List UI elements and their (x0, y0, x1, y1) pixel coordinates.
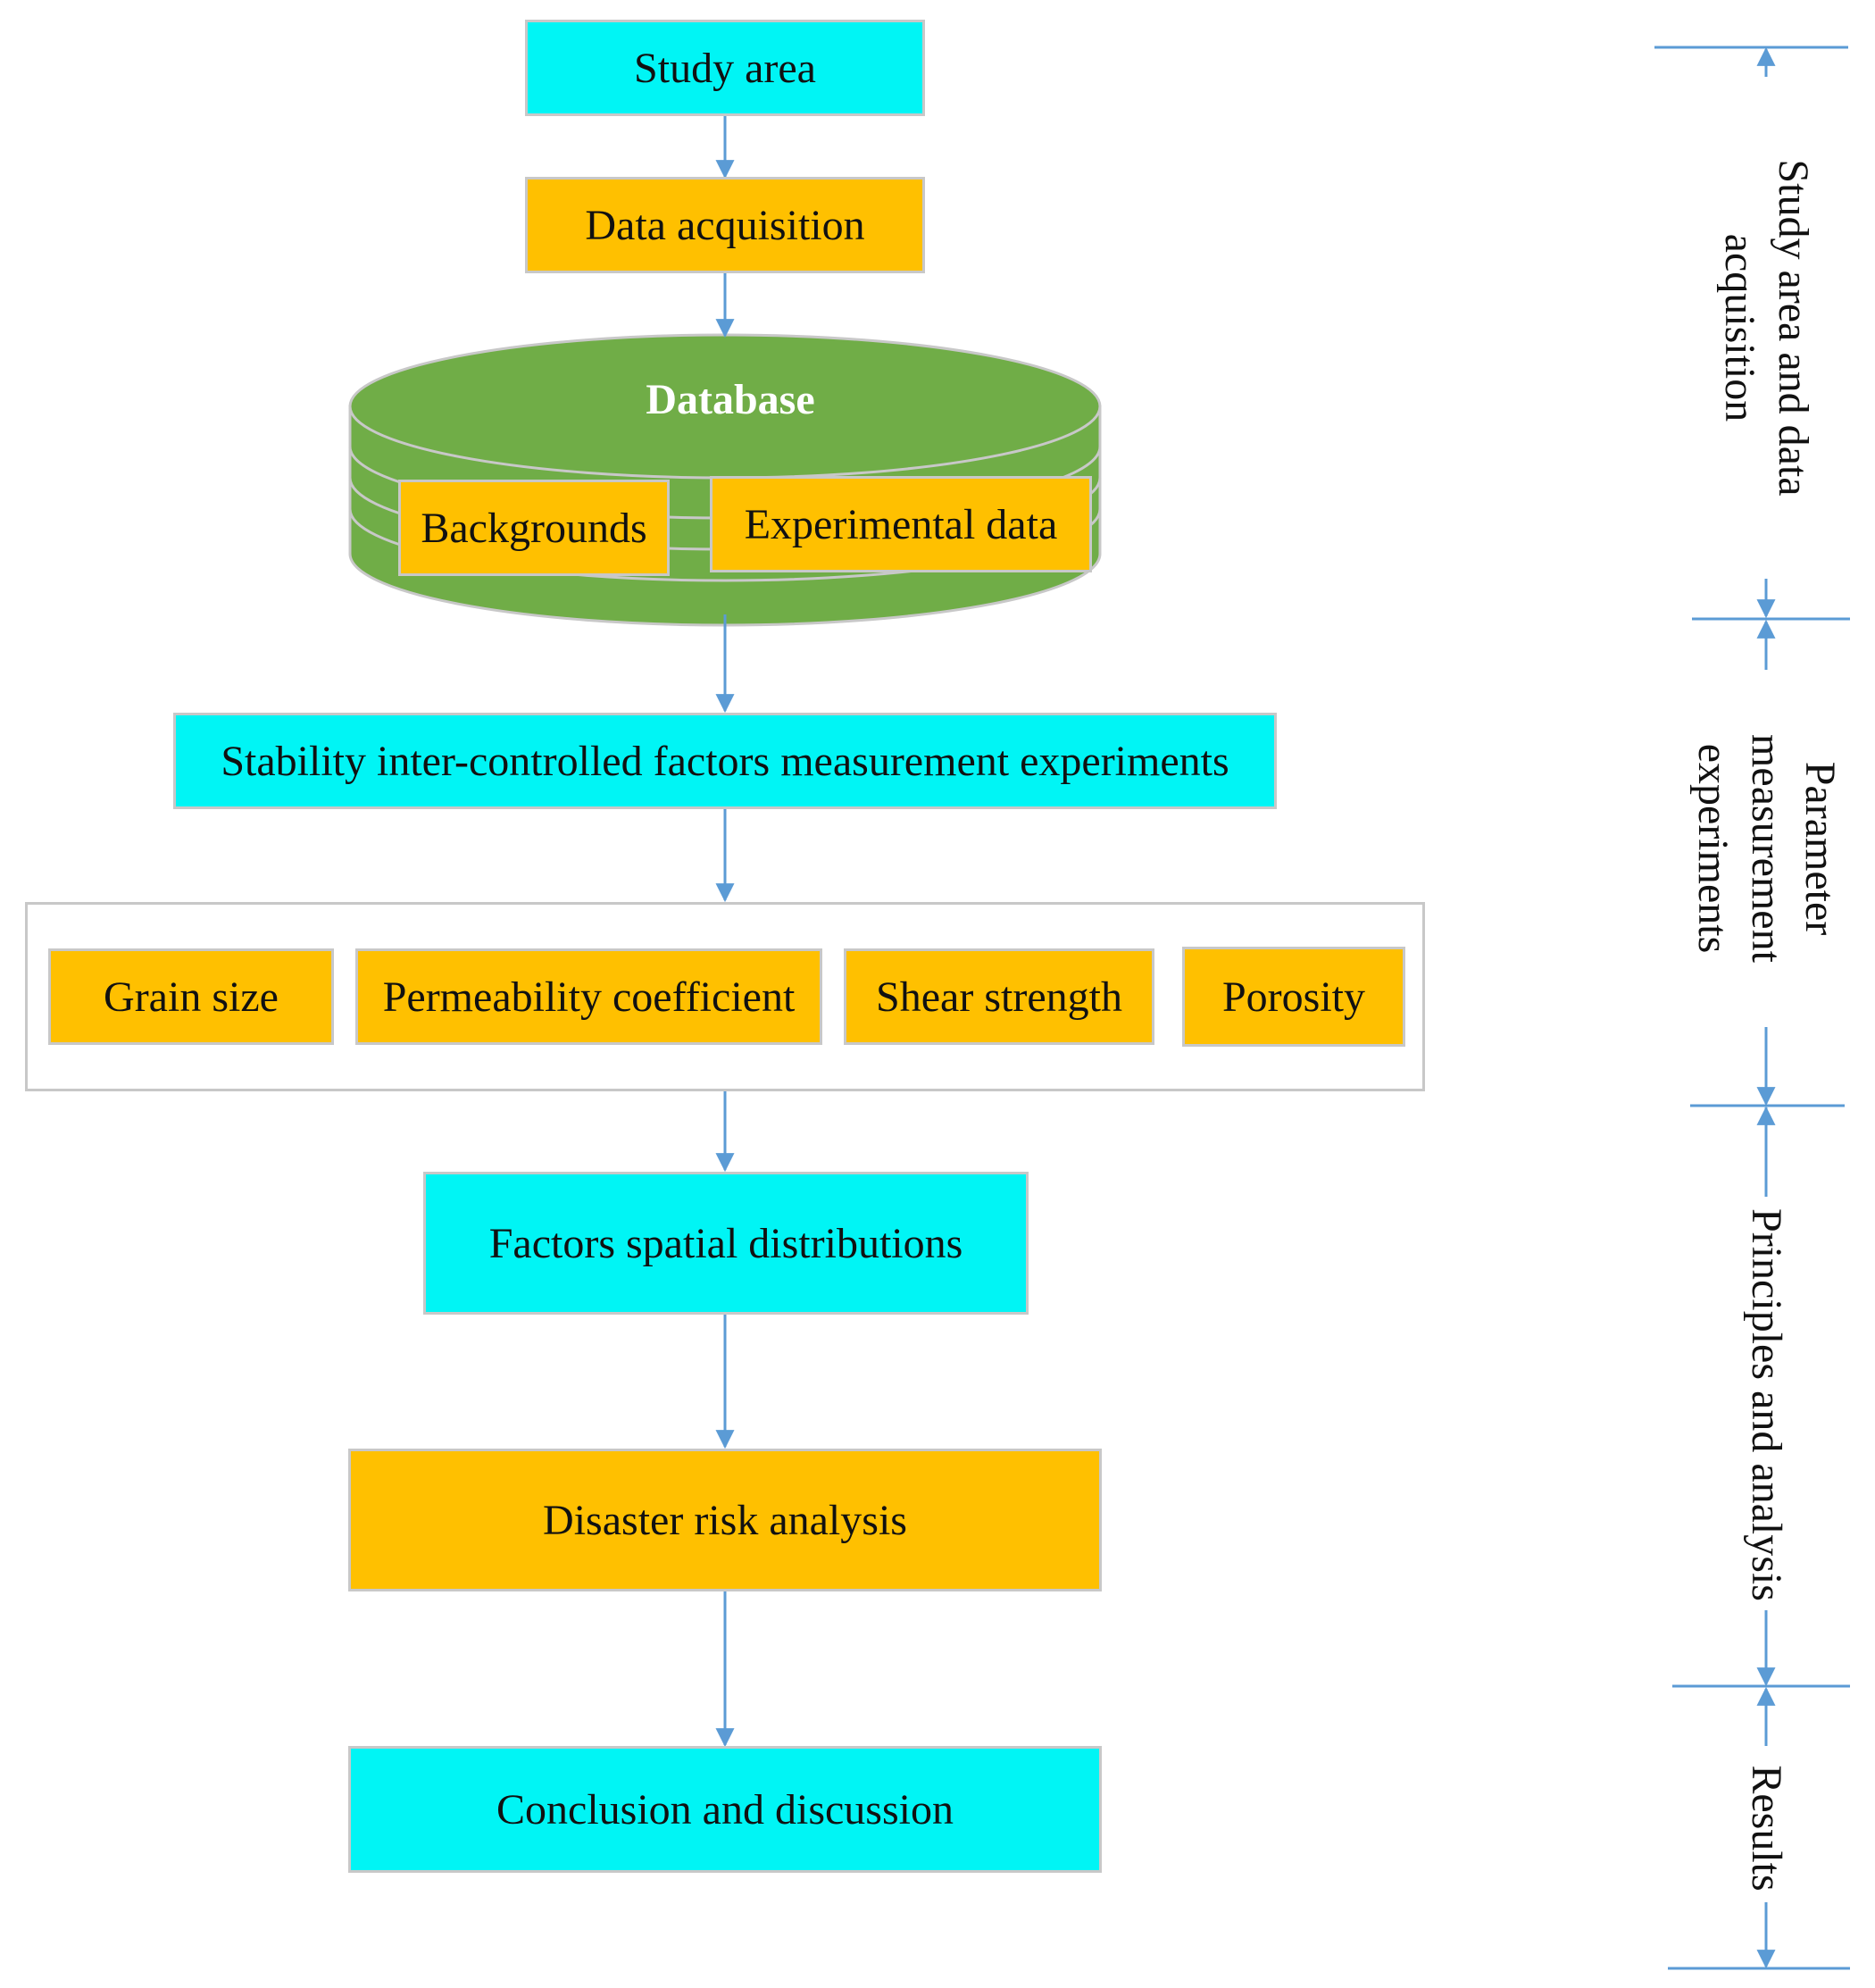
stage-label-parameter-experiments: Parameter measurement experiments (1686, 670, 1846, 1027)
factor-porosity: Porosity (1182, 947, 1405, 1047)
factors-group (25, 902, 1425, 1091)
factor-permeability-coefficient: Permeability coefficient (355, 948, 822, 1045)
experimental-data-node: Experimental data (710, 476, 1092, 572)
risk-analysis-node: Disaster risk analysis (348, 1449, 1102, 1591)
stage-label-principles: Principles and analysis (1739, 1199, 1793, 1610)
stage-label-results: Results (1739, 1756, 1793, 1900)
database-title: Database (646, 376, 815, 423)
spatial-distributions-node: Factors spatial distributions (423, 1172, 1029, 1315)
factor-grain-size: Grain size (48, 948, 334, 1045)
factor-shear-strength: Shear strength (844, 948, 1154, 1045)
conclusion-node: Conclusion and discussion (348, 1746, 1102, 1873)
data-acquisition-node: Data acquisition (525, 177, 925, 273)
stage-label-study-area: Study area and data acquisition (1712, 109, 1820, 547)
study-area-node: Study area (525, 20, 925, 116)
backgrounds-node: Backgrounds (398, 480, 670, 576)
stability-experiments-node: Stability inter-controlled factors measu… (173, 713, 1277, 809)
